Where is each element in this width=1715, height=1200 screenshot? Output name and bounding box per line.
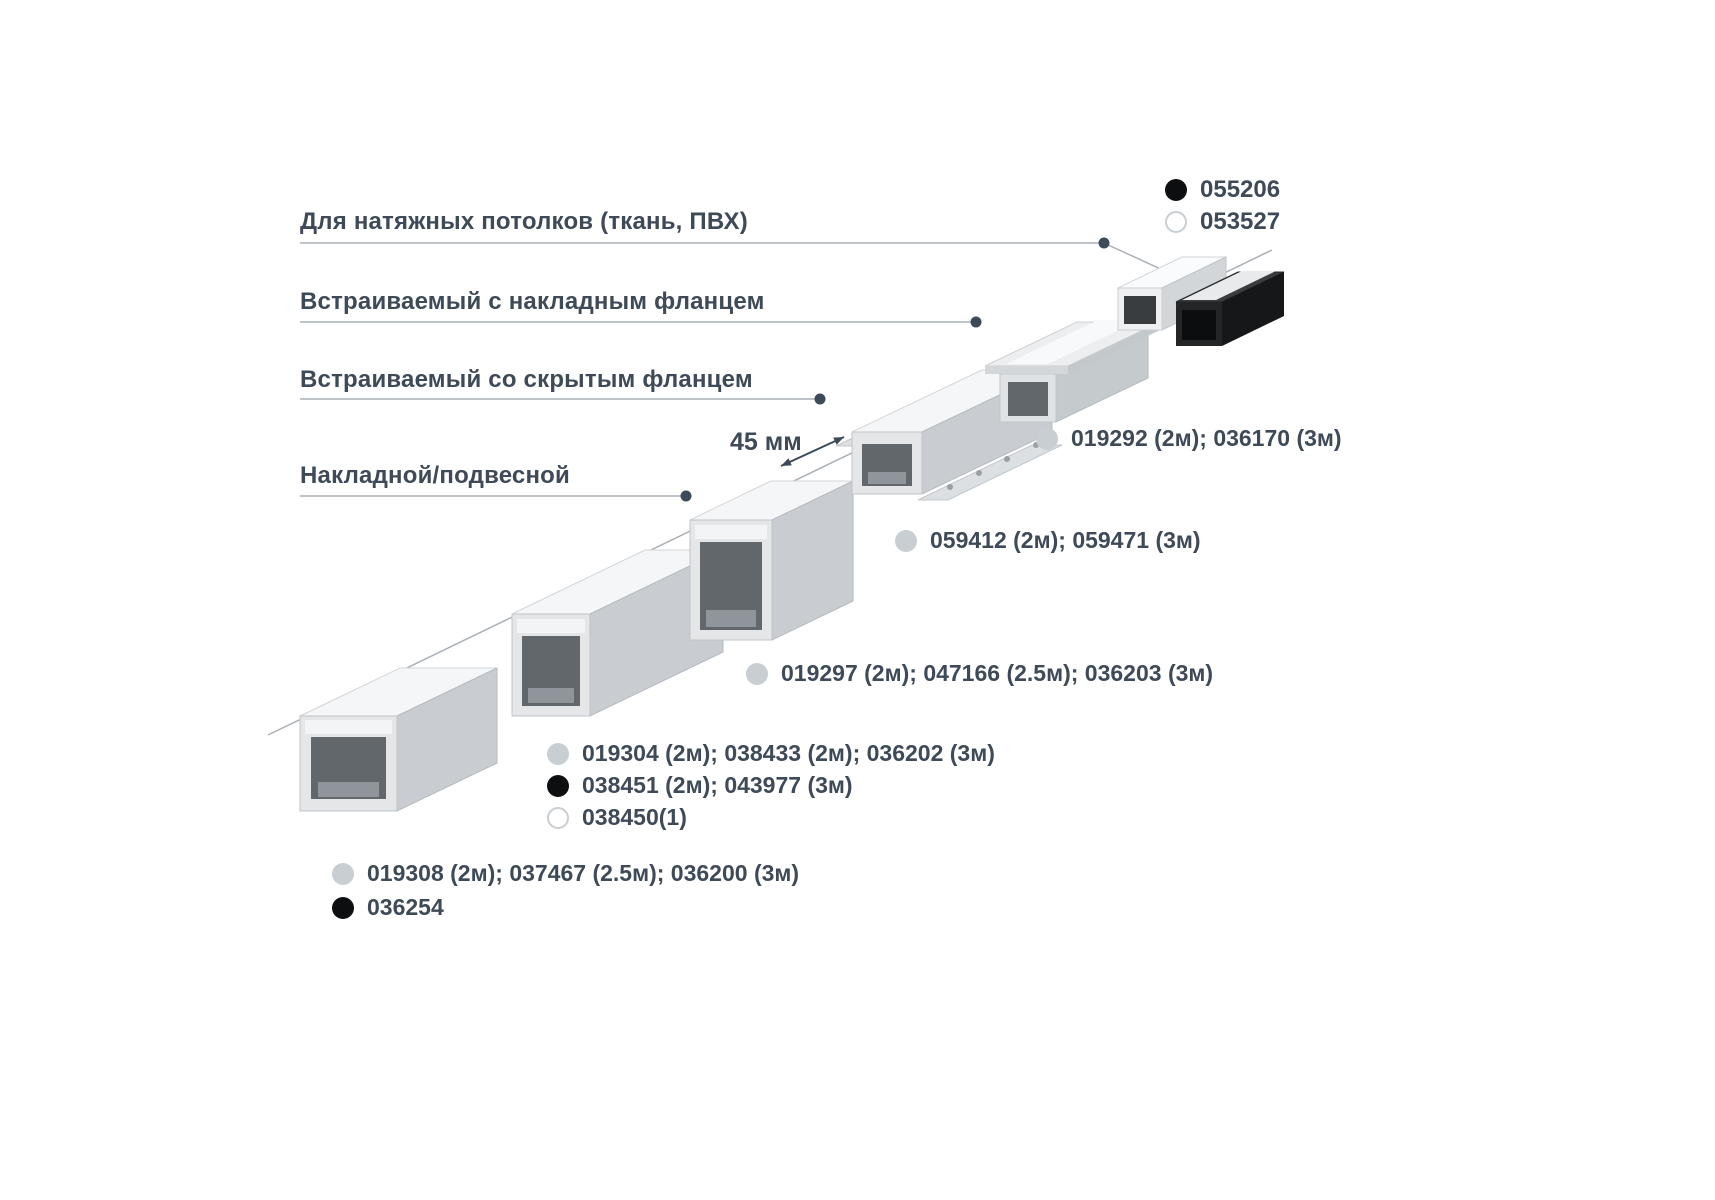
black-color-marker-icon <box>1165 179 1187 201</box>
gray-color-marker-icon <box>895 529 917 552</box>
dimension-label: 45 мм <box>730 428 802 456</box>
code-row: 059412 (2м); 059471 (3м) <box>895 527 1201 554</box>
callout-stretch-ceiling: Для натяжных потолков (ткань, ПВХ) <box>300 208 748 235</box>
code-text: 019297 (2м); 047166 (2.5м); 036203 (3м) <box>781 660 1214 686</box>
code-text: 038451 (2м); 043977 (3м) <box>582 772 853 798</box>
gray-color-marker-icon <box>332 862 354 885</box>
profile-surface-mounted-45 <box>689 480 854 641</box>
white-color-marker-icon <box>547 806 569 829</box>
gray-color-marker-icon <box>1036 427 1058 450</box>
code-row: 019297 (2м); 047166 (2.5м); 036203 (3м) <box>746 660 1213 687</box>
callout-recessed-hidden-flange: Встраиваемый со скрытым фланцем <box>300 366 753 393</box>
code-row: 038450(1) <box>547 804 687 831</box>
code-text: 019304 (2м); 038433 (2м); 036202 (3м) <box>582 740 995 766</box>
profile-recessed-surface-flange <box>984 320 1161 423</box>
profile-surface-mounted-large <box>299 667 498 812</box>
legend-item: 053527 <box>1165 208 1280 236</box>
code-row: 038451 (2м); 043977 (3м) <box>547 772 853 799</box>
code-text: 036254 <box>367 894 444 920</box>
black-color-marker-icon <box>547 774 569 797</box>
code-text: 019308 (2м); 037467 (2.5м); 036200 (3м) <box>367 860 800 886</box>
white-color-marker-icon <box>1165 211 1187 233</box>
black-color-marker-icon <box>332 896 354 919</box>
profile-stretch-ceiling-black <box>1175 271 1285 346</box>
leader-dots <box>680 237 1110 502</box>
gray-color-marker-icon <box>547 742 569 765</box>
legend-code: 055206 <box>1200 176 1281 203</box>
dimension-arrow <box>780 436 845 467</box>
gray-color-marker-icon <box>746 662 768 685</box>
legend-item: 055206 <box>1165 176 1280 204</box>
code-row: 036254 <box>332 894 444 921</box>
code-row: 019308 (2м); 037467 (2.5м); 036200 (3м) <box>332 860 799 887</box>
code-row: 019304 (2м); 038433 (2м); 036202 (3м) <box>547 740 995 767</box>
code-text: 038450(1) <box>582 804 687 830</box>
code-row: 019292 (2м); 036170 (3м) <box>1036 425 1342 452</box>
callout-surface-suspended: Накладной/подвесной <box>300 462 570 489</box>
leader-lines <box>300 242 1104 497</box>
code-text: 019292 (2м); 036170 (3м) <box>1071 425 1342 451</box>
callout-recessed-surface-flange: Встраиваемый с накладным фланцем <box>300 288 765 315</box>
code-text: 059412 (2м); 059471 (3м) <box>930 527 1201 553</box>
legend-code: 053527 <box>1200 208 1281 235</box>
